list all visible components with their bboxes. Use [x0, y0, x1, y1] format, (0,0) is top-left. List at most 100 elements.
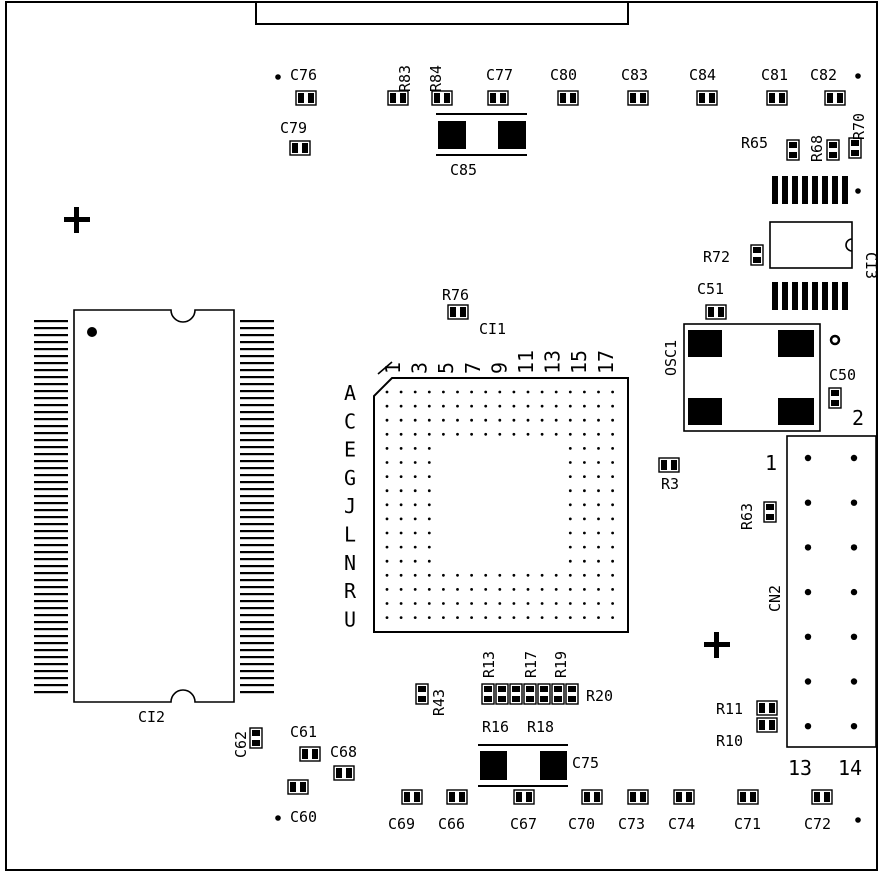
bga-ball [399, 531, 403, 535]
bga-ball [498, 404, 502, 408]
bga-ball [597, 503, 600, 507]
ci2-lead [240, 593, 274, 596]
cn2-pin [850, 499, 858, 506]
smd-footprint [495, 683, 509, 705]
bga-ball [385, 602, 389, 605]
bga-ball [498, 573, 502, 577]
bga-ball [512, 404, 516, 408]
smd-footprint [431, 90, 453, 106]
bga-ball [385, 517, 389, 521]
bga-col-label: 5 [434, 362, 458, 374]
bga-ball [583, 475, 586, 478]
bga-ball [512, 573, 516, 577]
bga-ball [470, 432, 473, 436]
ci2-lead [240, 411, 274, 414]
bga-row-label: C [344, 409, 356, 433]
ci2-lead [34, 621, 68, 624]
ci2-lead [34, 544, 68, 547]
bga-ball [385, 503, 389, 507]
smd-footprint [523, 683, 537, 705]
bga-ball [456, 588, 459, 591]
bga-ball [583, 602, 586, 605]
bga-ball [583, 447, 586, 450]
ci2-lead [240, 467, 274, 470]
bga-ball [484, 588, 488, 591]
ci2-lead [240, 558, 274, 561]
label-c67: C67 [510, 815, 537, 833]
bga-ball [442, 588, 445, 591]
label-c76: C76 [290, 66, 317, 84]
ci2-lead [240, 600, 274, 603]
smd-footprint [766, 90, 788, 106]
bga-ball [611, 418, 614, 422]
label-c74: C74 [668, 815, 695, 833]
ci2-lead [34, 628, 68, 631]
label-c68: C68 [330, 743, 357, 761]
label-c61: C61 [290, 723, 317, 741]
ci2-lead [34, 467, 68, 470]
bga-ball [597, 475, 600, 478]
bga-ball [399, 616, 403, 619]
bga-ball [583, 531, 586, 535]
bga-ball [597, 559, 600, 563]
bga-ball [442, 602, 445, 605]
bga-row-label: A [344, 381, 356, 405]
smd-footprint [848, 137, 862, 159]
smd-footprint [786, 139, 800, 161]
label-r20: R20 [586, 687, 613, 705]
smd-footprint [537, 683, 551, 705]
bga-ball [554, 588, 558, 591]
bga-ball [427, 489, 431, 493]
bga-ball [399, 503, 403, 507]
ci2-lead [34, 516, 68, 519]
smd-footprint [481, 683, 495, 705]
ci2-lead [240, 628, 274, 631]
label-c51: C51 [697, 280, 724, 298]
bga-ball [583, 559, 586, 563]
ci2-lead [34, 572, 68, 575]
ci2-lead [34, 607, 68, 610]
bga-row-label: E [344, 438, 356, 462]
bga-ball [399, 517, 403, 521]
bga-ball [568, 461, 572, 464]
bga-ball [442, 418, 445, 422]
ci2-lead [240, 320, 274, 323]
bga-row-label: N [344, 551, 356, 575]
bga-ball [540, 588, 544, 591]
bga-ball [597, 616, 600, 619]
label-r16: R16 [482, 718, 509, 736]
label-r65: R65 [741, 134, 768, 152]
smd-footprint [487, 90, 509, 106]
label-r17: R17 [522, 651, 540, 678]
smd-footprint [289, 140, 311, 156]
smd-footprint [415, 683, 429, 705]
bga-ball [385, 489, 389, 493]
bga-ball [611, 447, 614, 450]
bga-ball [399, 418, 403, 422]
bga-ball [540, 432, 544, 436]
bga-ball [413, 461, 417, 464]
ci2-lead [240, 397, 274, 400]
bga-ball [583, 517, 586, 521]
ci2-lead [34, 691, 68, 694]
ci2-lead [240, 586, 274, 589]
bga-ball [597, 447, 600, 450]
ci2-lead [240, 530, 274, 533]
bga-ball [554, 404, 558, 408]
bga-ball [470, 390, 473, 394]
ci2-lead [34, 670, 68, 673]
bga-ball [442, 404, 445, 408]
ci2-lead [240, 369, 274, 372]
bga-ball [554, 573, 558, 577]
bga-ball [512, 418, 516, 422]
label-r3: R3 [661, 475, 679, 493]
bga-ball [498, 432, 502, 436]
label-c70: C70 [568, 815, 595, 833]
cn2-pin-number: 13 [788, 756, 812, 780]
ci3-pin [842, 176, 848, 204]
ci2-lead [34, 376, 68, 379]
bga-ball [540, 390, 544, 394]
bga-ball [385, 588, 389, 591]
bga-ball [554, 616, 558, 619]
bga-ball [413, 616, 417, 619]
